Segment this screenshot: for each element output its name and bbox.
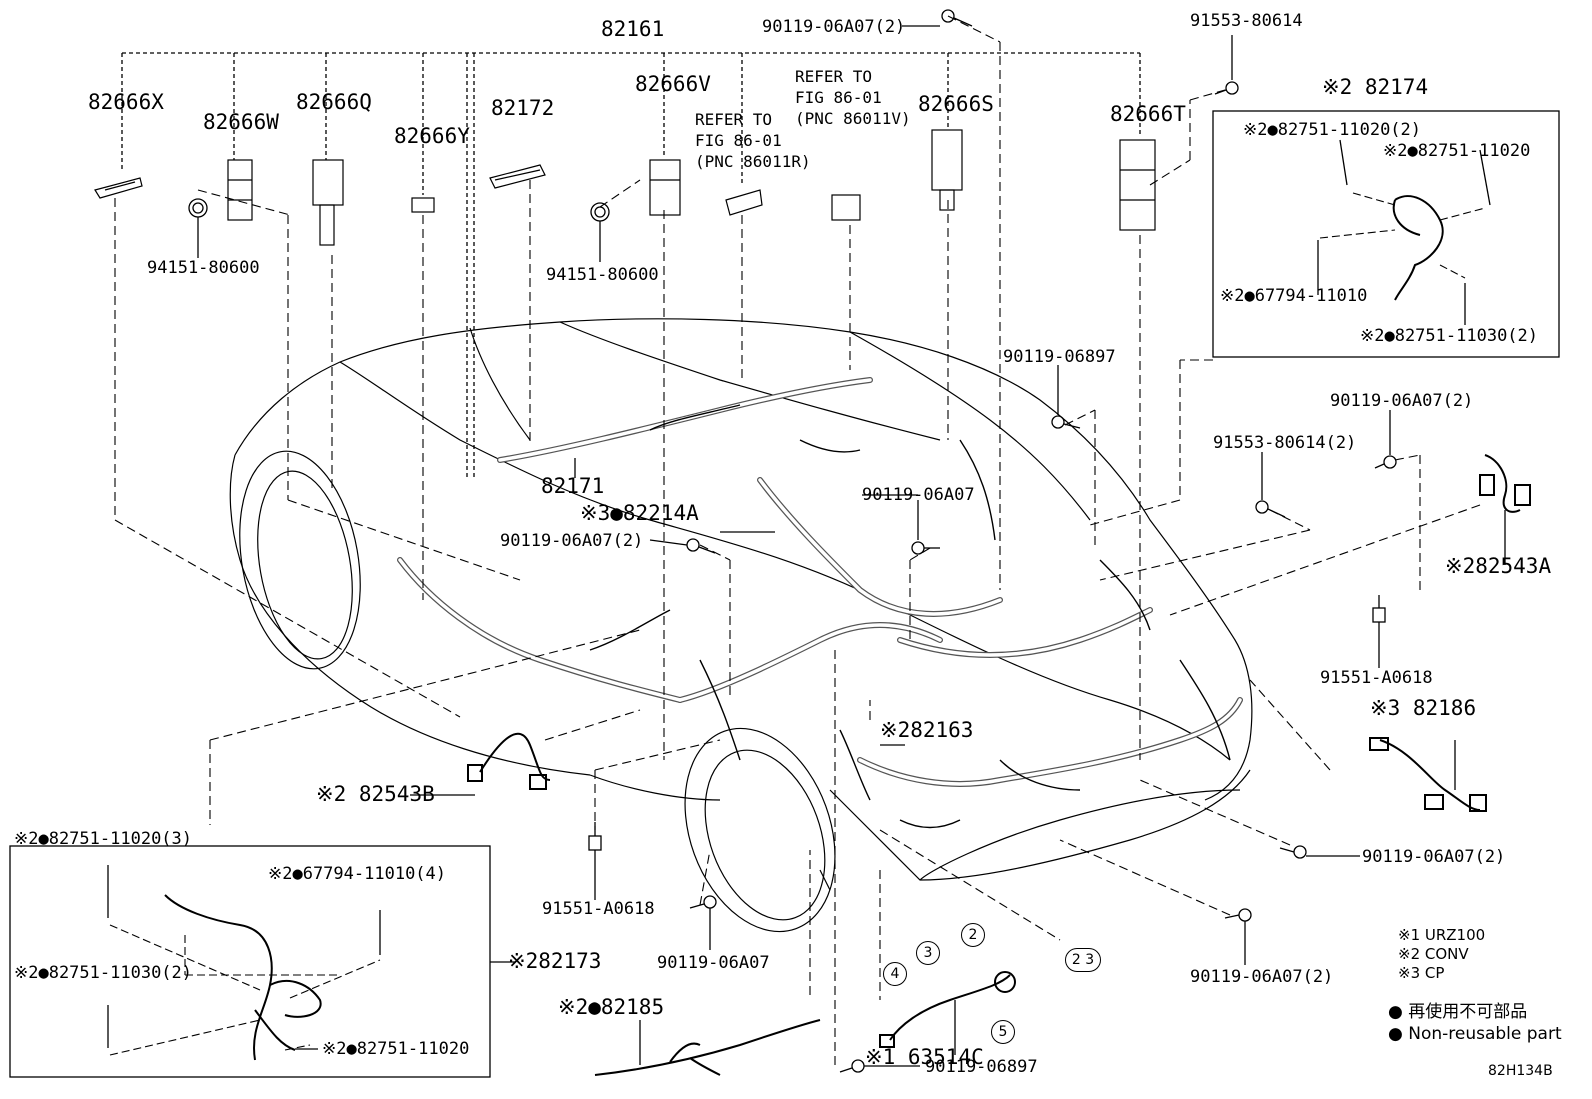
leader-lines [114,15,1481,1065]
label-82751-11020-b: ※2●82751-11020 [322,1039,470,1059]
label-91551-A0618-l: 91551-A0618 [542,899,655,919]
legend-conv: ※2 CONV [1398,945,1469,963]
label-82163: ※282163 [880,718,974,742]
label-82172: 82172 [491,96,555,120]
harness-82174 [1392,195,1444,301]
label-82185: ※2●82185 [558,995,665,1019]
label-82174: ※2 82174 [1322,75,1429,99]
label-refer-86011V: REFER TO FIG 86-01 (PNC 86011V) [795,67,911,128]
label-82751-11030-2: ※2●82751-11030(2) [1360,326,1539,346]
label-82543B: ※2 82543B [316,782,435,806]
circled-4: 4 [883,962,907,986]
part-86011V [831,194,861,221]
bolt-90119-06897-b [839,1059,865,1073]
bracket-82161 [121,52,1141,480]
label-82751-11020-r: ※2●82751-11020 [1383,141,1531,161]
part-82172 [489,164,546,189]
label-refer-86011R: REFER TO FIG 86-01 (PNC 86011R) [695,110,811,171]
bolt-91553-top [1214,81,1239,95]
label-90119-06A07-2-rr: 90119-06A07(2) [1190,967,1334,987]
legend-nonreusable-en: ● Non-reusable part [1388,1024,1562,1044]
label-94151-80600-r: 94151-80600 [546,265,659,285]
label-82666Y: 82666Y [394,124,470,148]
harness-wires [589,404,1231,829]
part-82666X [94,177,143,199]
harness-82543B [467,732,551,790]
part-82666V [649,159,681,216]
label-90119-06897-top: 90119-06897 [1003,347,1116,367]
bolt-91551-l [588,822,602,851]
box-82174 [1212,110,1560,358]
label-82751-11030-2b: ※2●82751-11030(2) [14,963,193,983]
label-82543A: ※282543A [1445,554,1552,578]
label-82666S: 82666S [918,92,994,116]
circled-5: 5 [991,1020,1015,1044]
label-90119-06A07-2-mr: 90119-06A07(2) [1330,391,1474,411]
label-82666X: 82666X [88,90,164,114]
grommet-94151-r [590,202,610,222]
label-63514C: ※1 63514C [865,1045,984,1069]
label-94151-80600-l: 94151-80600 [147,258,260,278]
label-82666V: 82666V [635,72,711,96]
part-82666W [227,159,253,221]
car-body-outline [229,318,1253,933]
harness-bundles-inner [398,378,1242,786]
harness-82185 [594,1019,821,1076]
legend-urz100: ※1 URZ100 [1398,926,1486,944]
label-91553-80614-2: 91553-80614(2) [1213,433,1357,453]
label-82666T: 82666T [1110,102,1186,126]
label-67794-11010: ※2●67794-11010 [1220,286,1368,306]
label-82186: ※3 82186 [1370,696,1477,720]
circled-2: 2 [961,923,985,947]
label-90119-06A07-c: 90119-06A07 [862,485,975,505]
circled-23: 2 3 [1065,948,1101,972]
label-82751-11020-2: ※2●82751-11020(2) [1243,120,1422,140]
part-82666Y [411,197,435,213]
circled-3: 3 [916,941,940,965]
label-82214A: ※3●82214A [580,501,699,525]
bolt-91553-2 [1255,500,1286,518]
part-82666T [1119,139,1156,231]
bolt-90119-06A07-c [911,541,940,555]
legend-nonreusable-jp: ● 再使用不可部品 [1388,1002,1528,1022]
part-82666S [931,129,963,211]
label-90119-06A07-2-br: 90119-06A07(2) [1362,847,1506,867]
label-67794-11010-4: ※2●67794-11010(4) [268,864,447,884]
label-82173: ※282173 [508,949,602,973]
grommet-94151-l [188,198,208,218]
part-86011R [725,189,763,216]
label-90119-06897-b: 90119-06897 [925,1057,1038,1077]
bolt-90119-06A07-b [689,895,717,909]
label-82161: 82161 [601,17,665,41]
label-90119-06A07-b: 90119-06A07 [657,953,770,973]
harness-82186 [1369,737,1487,812]
label-90119-06A07-2-top: 90119-06A07(2) [762,17,906,37]
label-82171: 82171 [541,474,605,498]
label-91553-80614-top: 91553-80614 [1190,11,1303,31]
bolt-90119-06A07-2-br [1279,845,1307,859]
bolt-90119-06A07-2-mr [1374,455,1397,469]
part-82666Q [312,159,344,246]
harness-63514C [879,971,1016,1048]
legend-cp: ※3 CP [1398,964,1445,982]
label-82666W: 82666W [203,110,279,134]
label-82751-11020-3: ※2●82751-11020(3) [14,829,193,849]
bolt-91551-r [1372,595,1386,623]
label-82666Q: 82666Q [296,90,372,114]
bolt-top-center [941,9,973,27]
bolt-90119-06897-top [1051,415,1081,429]
label-91551-A0618-r: 91551-A0618 [1320,668,1433,688]
label-90119-06A07-2-c: 90119-06A07(2) [500,531,644,551]
harness-bundles [397,377,1243,787]
harness-82543A [1479,454,1531,513]
figure-code: 82H134B [1488,1063,1553,1079]
